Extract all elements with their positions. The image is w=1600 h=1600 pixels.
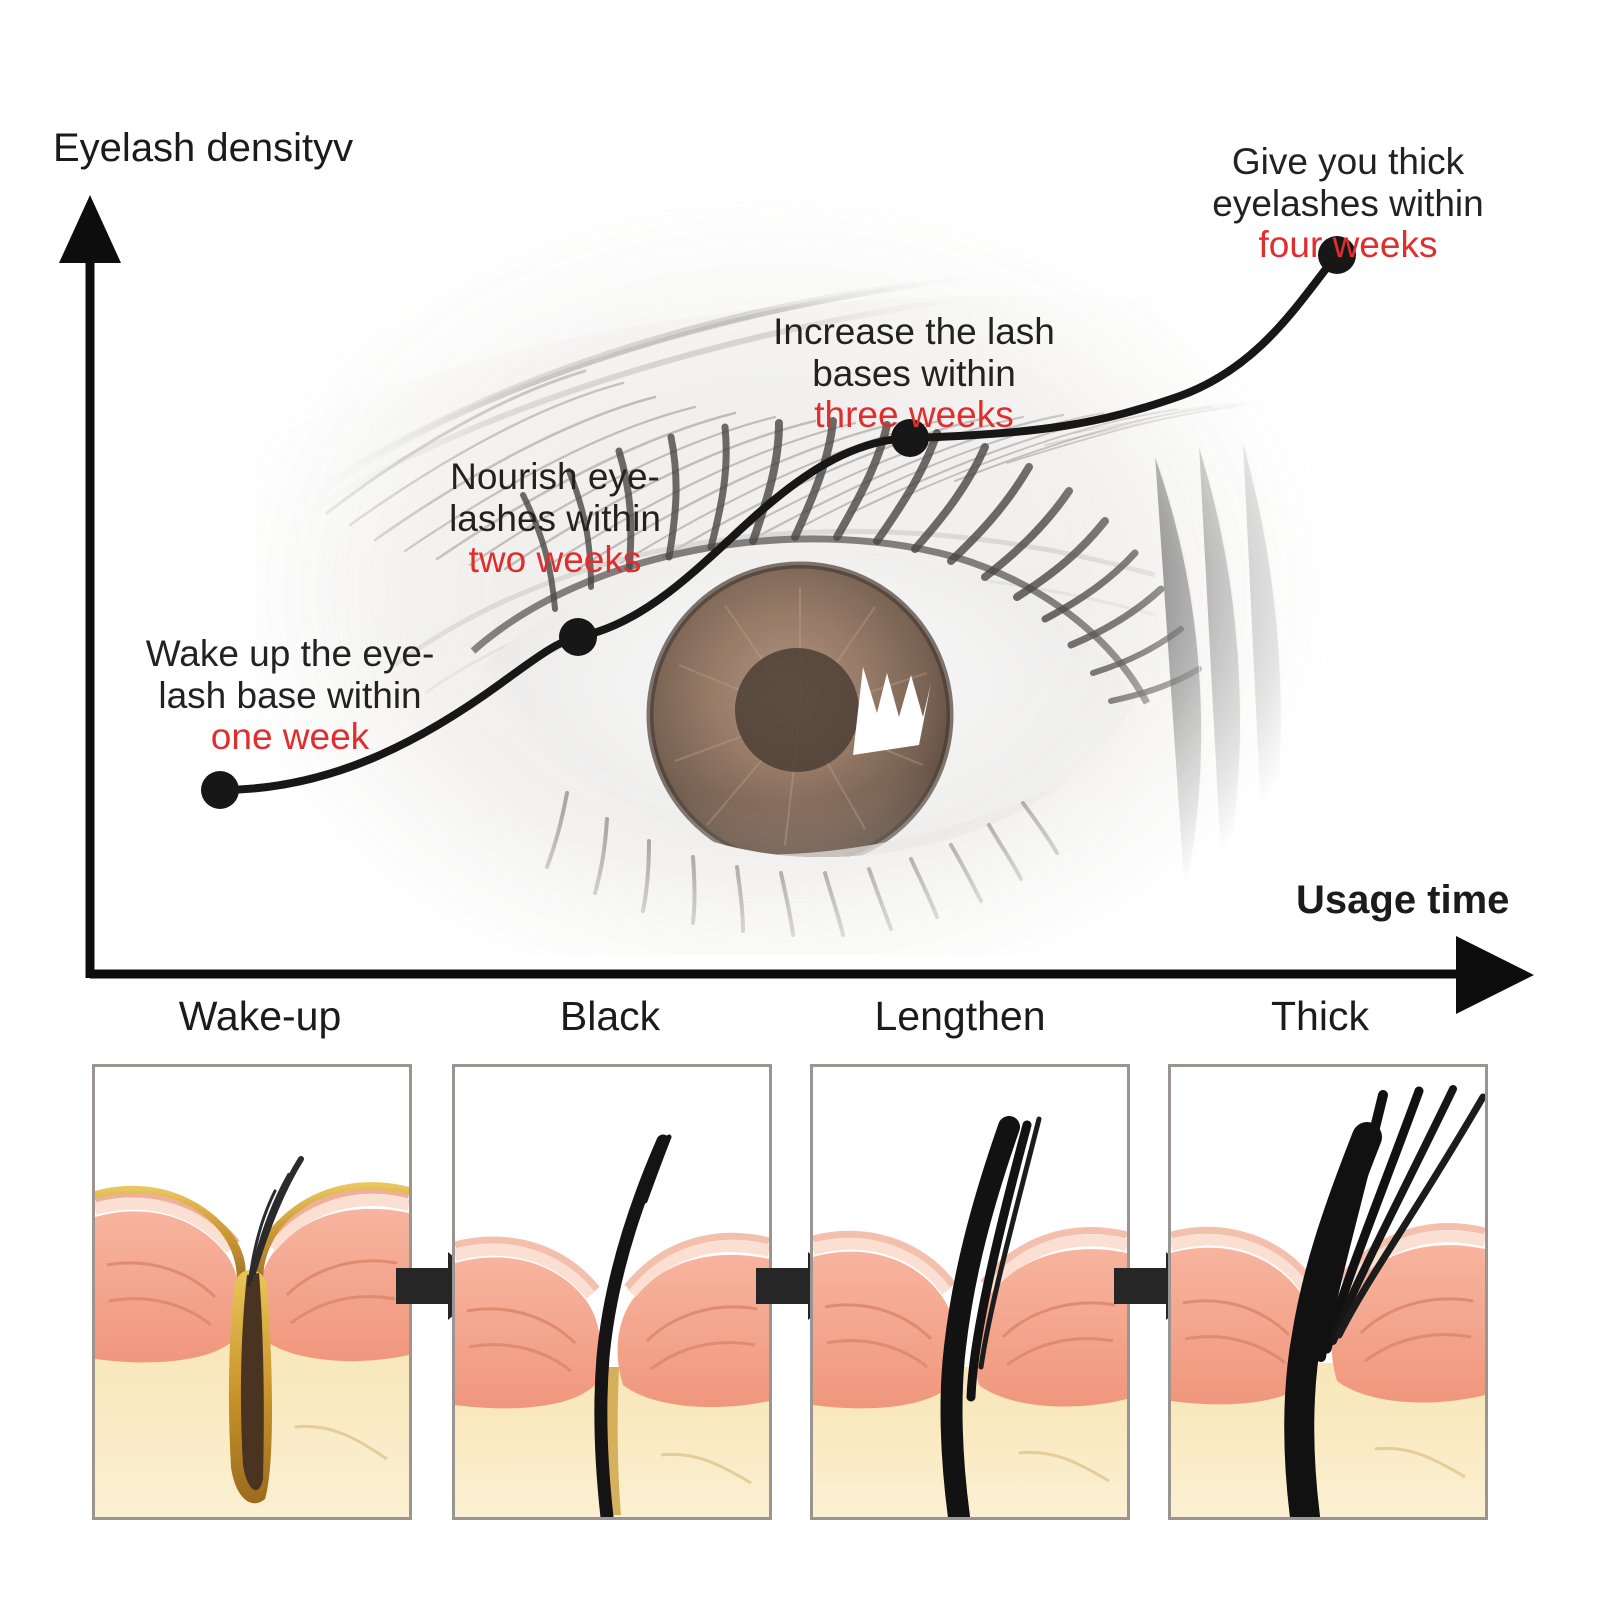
callout-line1: Increase the lash	[773, 311, 1055, 353]
callout-line2: lashes within	[449, 497, 661, 539]
callout-one-week: Wake up the eye- lash base within one we…	[110, 592, 470, 799]
callout-two-weeks: Nourish eye- lashes within two weeks	[410, 415, 700, 622]
panel-wake-up	[92, 1064, 412, 1520]
y-axis	[59, 195, 121, 978]
callout-three-weeks: Increase the lash bases within three wee…	[744, 270, 1084, 477]
category-label-lengthen: Lengthen	[874, 993, 1046, 1039]
callout-line2: eyelashes within	[1212, 182, 1484, 224]
panel-lengthen	[810, 1064, 1130, 1520]
panel-black	[452, 1064, 772, 1520]
callout-accent: two weeks	[468, 539, 642, 581]
callout-accent: four weeks	[1258, 224, 1438, 266]
x-axis-title: Usage time	[1296, 878, 1510, 922]
category-label-wake-up: Wake-up	[178, 993, 342, 1039]
callout-line1: Give you thick	[1231, 141, 1465, 183]
callout-four-weeks: Give you thick eyelashes within four wee…	[1178, 100, 1518, 307]
callout-line2: lash base within	[158, 674, 422, 716]
callout-accent: three weeks	[814, 394, 1014, 436]
y-axis-title: Eyelash densityv	[53, 126, 354, 170]
callout-line1: Nourish eye-	[450, 456, 660, 498]
chart-area: Eyelash densityv Usage time Wake up the …	[53, 100, 1534, 1039]
category-label-black: Black	[559, 993, 661, 1039]
callout-line2: bases within	[812, 352, 1016, 394]
panel-thick	[1168, 1064, 1488, 1520]
callout-line1: Wake up the eye-	[145, 633, 435, 675]
callout-accent: one week	[210, 716, 370, 758]
category-label-thick: Thick	[1271, 993, 1369, 1039]
follicle-stage-panels	[0, 1060, 1600, 1530]
